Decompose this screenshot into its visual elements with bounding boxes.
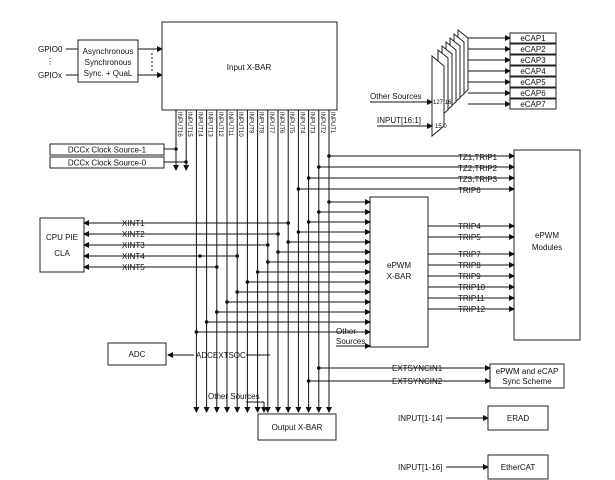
dccx-source-0: DCCx Clock Source-0 [68, 159, 147, 168]
async-sync-qual-block: Asynchronous Synchronous Sync. + QuaL [77, 39, 139, 83]
gpio0-label: GPIO0 [38, 45, 63, 54]
ethercat-block: EtherCAT [487, 454, 549, 480]
input-5-label: INPUT5 [288, 112, 294, 134]
trip6-label: TRIP6 [458, 186, 481, 195]
erad-label: ERAD [507, 414, 529, 423]
sync-scheme-block: ePWM and eCAP Sync Scheme [489, 363, 565, 389]
ecap4-box [509, 65, 557, 77]
epwm-modules-line1: ePWM [535, 231, 559, 240]
input-15-label: INPUT15 [186, 112, 192, 137]
input-6-label: INPUT6 [278, 112, 284, 134]
input-xbar-label: Input X-BAR [227, 63, 272, 72]
ecap2-label: eCAP2 [520, 45, 546, 54]
dccx-source-1: DCCx Clock Source-1 [68, 146, 147, 155]
cla-label: CLA [54, 249, 70, 258]
tz-trip-labels: TZ1,TRIP1 TZ2,TRIP2 TZ3,TRIP3 TRIP6 [458, 153, 498, 195]
qual-label: Sync. + QuaL [84, 69, 133, 78]
ecap7-label: eCAP7 [520, 100, 546, 109]
ethercat-input-label: INPUT[1-16] [398, 463, 442, 472]
input-13-label: INPUT13 [207, 112, 213, 137]
input-10-label: INPUT10 [237, 112, 243, 137]
input-11-label: INPUT11 [227, 112, 233, 137]
ecap2-box [509, 43, 557, 55]
erad-input-label: INPUT[1-14] [398, 414, 442, 423]
ecap1-box [509, 32, 557, 44]
gpio-dots: ⋮ [46, 57, 54, 66]
output-xbar-block: Output X-BAR [257, 413, 337, 441]
adc-label: ADC [129, 350, 146, 359]
epwm-xbar-line1: ePWM [387, 261, 411, 270]
ecap-input-label: INPUT[16:1] [377, 116, 421, 125]
ecap3-box [509, 54, 557, 66]
epwm-xbar-block: ePWM X-BAR [369, 196, 429, 348]
trip-outputs: TRIP4 TRIP5 TRIP7 TRIP8 TRIP9 TRIP10 TRI… [458, 222, 486, 314]
mux-lo-label: 15:0 [435, 124, 447, 130]
gpiox-label: GPIOx [38, 71, 62, 80]
ecap6-label: eCAP6 [520, 89, 546, 98]
input-4-label: INPUT4 [298, 112, 304, 134]
input-7-label: INPUT7 [268, 112, 274, 134]
ecap-other-sources: Other Sources [370, 92, 422, 101]
input-3-label: INPUT3 [309, 112, 315, 134]
output-other-sources: Other Sources [208, 392, 260, 401]
ecap4-label: eCAP4 [520, 67, 546, 76]
dccx-blocks: DCCx Clock Source-1 DCCx Clock Source-0 [49, 143, 165, 169]
epwm-modules-block: ePWM Modules [513, 149, 581, 341]
sync-box-line2: Sync Scheme [502, 377, 552, 386]
tz2-label: TZ2,TRIP2 [458, 164, 498, 173]
ecap5-box [509, 76, 557, 88]
ecap-blocks: eCAP1 eCAP2 eCAP3 eCAP4 eCAP5 eCAP6 eCAP7 [468, 32, 557, 110]
gpio-inputs: GPIO0 ⋮ GPIOx [38, 45, 78, 80]
mux-hi-label: 127:16 [433, 100, 452, 106]
epwm-modules-line2: Modules [532, 243, 562, 252]
input-14-label: INPUT14 [196, 112, 202, 137]
ecap6-box [509, 87, 557, 99]
output-xbar-label: Output X-BAR [272, 423, 323, 432]
async-label: Asynchronous [83, 47, 134, 56]
input-2-label: INPUT2 [319, 112, 325, 134]
sync-label: Synchronous [85, 58, 132, 67]
input-9-label: INPUT9 [247, 112, 253, 134]
input-labels: INPUT16 INPUT15 INPUT14 INPUT13 INPUT12 INPUT… [176, 112, 335, 137]
tz1-label: TZ1,TRIP1 [458, 153, 498, 162]
input-12-label: INPUT12 [217, 112, 223, 137]
erad-block: ERAD [487, 405, 549, 431]
input-1-label: INPUT1 [329, 112, 335, 134]
input-16-label: INPUT16 [176, 112, 182, 137]
tz3-label: TZ3,TRIP3 [458, 175, 498, 184]
ecap7-box [509, 98, 557, 110]
adc-block: ADC [107, 342, 167, 366]
epwm-other-line2: Sources [336, 337, 365, 346]
ecap3-label: eCAP3 [520, 56, 546, 65]
cpu-pie-label: CPU PIE [46, 233, 78, 242]
connection-wires [83, 110, 515, 413]
sync-box-line1: ePWM and eCAP [496, 367, 559, 376]
input-8-label: INPUT8 [258, 112, 264, 134]
ecap5-label: eCAP5 [520, 78, 546, 87]
input-xbar-block: Input X-BAR [161, 21, 338, 111]
cpu-pie-cla-block: CPU PIE CLA [39, 217, 85, 273]
adcextsoc-label: ADCEXTSOC [196, 351, 246, 360]
ecap-mux-stack: 127:16 15:0 [431, 28, 469, 138]
ethercat-label: EtherCAT [501, 463, 536, 472]
ecap1-label: eCAP1 [520, 34, 546, 43]
epwm-xbar-line2: X-BAR [387, 272, 412, 281]
